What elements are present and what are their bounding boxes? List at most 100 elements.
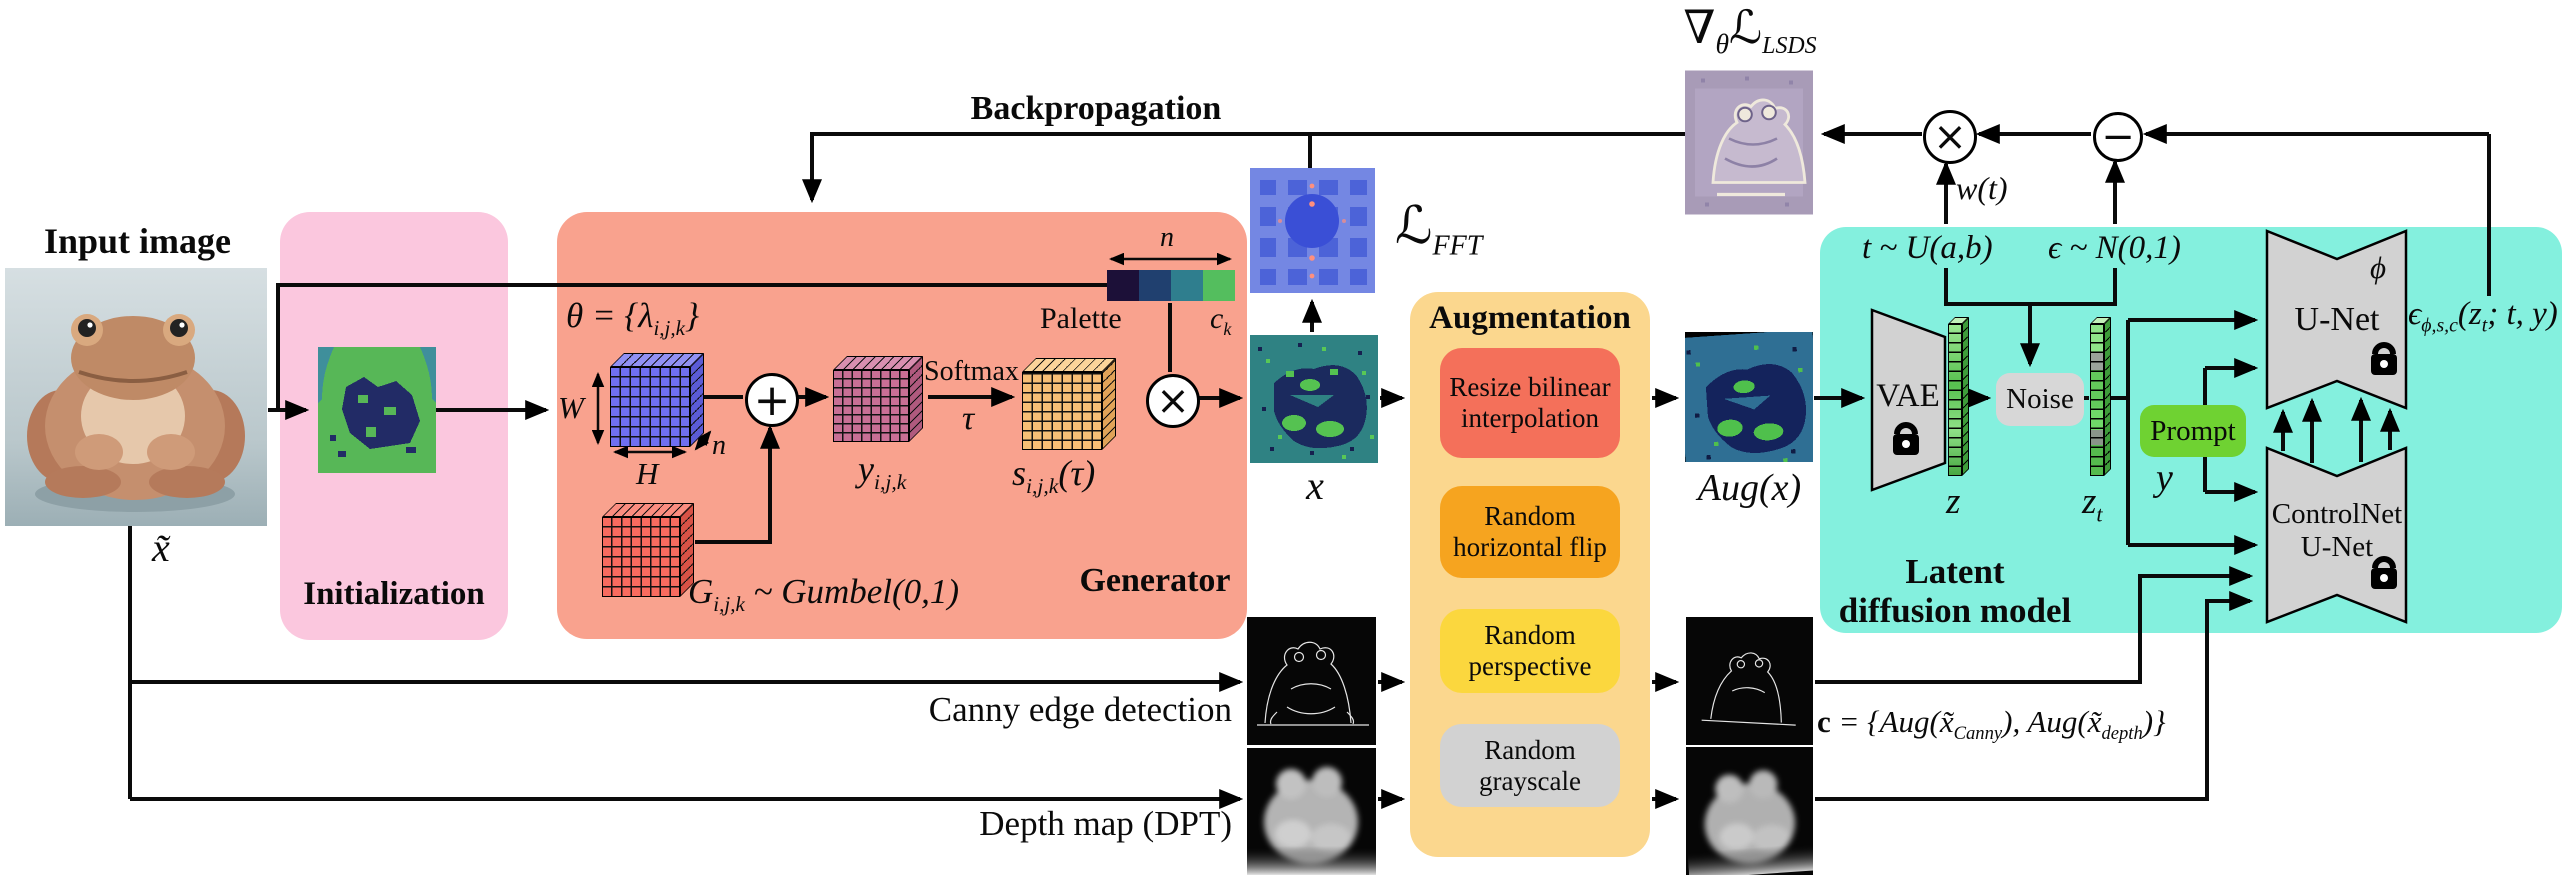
aug-item-label: Random grayscale xyxy=(1479,734,1581,796)
input-image-title: Input image xyxy=(43,221,232,261)
canny-image xyxy=(1247,617,1376,745)
eps-mid: (z xyxy=(2457,296,2482,332)
weight-wt-label: w(t) xyxy=(1956,170,2008,206)
z-label: z xyxy=(1946,481,1961,522)
depth-image xyxy=(1247,748,1376,875)
softmax-label: Softmax xyxy=(924,356,1019,387)
wire-augdepth-route xyxy=(1815,591,2254,801)
gumbel-main: G xyxy=(688,572,714,611)
init-pixel-image xyxy=(318,347,436,473)
aug-x-label: Aug(x) xyxy=(1697,467,1802,509)
dim-w-label: W xyxy=(558,390,584,425)
eps-output-label: ϵϕ,s,c(zt; t, y) xyxy=(2408,296,2558,338)
wire-augcanny-route xyxy=(1815,566,2254,684)
condition-eq: = {Aug(x̃ xyxy=(1830,704,1954,739)
fft-loss-image xyxy=(1250,168,1375,293)
dim-n-label: n xyxy=(712,430,726,461)
phi-label: ϕ xyxy=(2370,250,2387,285)
ldm-title-line1: Latent xyxy=(1905,552,2005,591)
gumbel-end: ~ Gumbel(0,1) xyxy=(744,572,960,611)
plus-icon: + xyxy=(745,373,799,427)
unet-label: U-Net xyxy=(2294,301,2380,338)
palette-n-label: n xyxy=(1160,222,1174,253)
y-ijk-label: yi,j,k xyxy=(858,448,906,495)
fft-script-l: ℒ xyxy=(1395,198,1433,255)
theta-main: θ = {λ xyxy=(566,296,654,335)
backpropagation-label: Backpropagation xyxy=(970,90,1222,127)
wire-t-eps-bracket xyxy=(1944,268,2117,306)
controlnet-line1: ControlNet xyxy=(2271,498,2403,530)
s-end: (τ) xyxy=(1058,453,1096,493)
controlnet-lock-icon xyxy=(2371,556,2397,589)
multiply-glyph: × xyxy=(1933,114,1967,160)
condition-set-label: c = {Aug(x̃Canny), Aug(x̃depth)} xyxy=(1817,704,2237,745)
loss-subscript: LSDS xyxy=(1762,33,1817,60)
aug-item-resize: Resize bilinear interpolation xyxy=(1440,348,1620,458)
aug-item-perspective: Random perspective xyxy=(1440,609,1620,693)
canny-edge-label: Canny edge detection xyxy=(928,690,1232,729)
lsds-gradient-image xyxy=(1685,70,1813,215)
s-ijk-label: si,j,k(τ) xyxy=(1012,452,1095,499)
input-image xyxy=(5,268,267,526)
wire-input-to-palette xyxy=(276,283,1107,410)
zt-subscript: t xyxy=(2096,501,2103,527)
zt-label: zt xyxy=(2082,480,2103,527)
s-main: s xyxy=(1012,453,1027,493)
vae-label: VAE xyxy=(1876,378,1940,414)
initialization-title: Initialization xyxy=(303,576,485,612)
aug-item-label: Random horizontal flip xyxy=(1453,501,1607,562)
ldm-title-line2: diffusion model xyxy=(1838,591,2072,630)
controlnet-line2: U-Net xyxy=(2300,531,2374,563)
theta-subscript: i,j,k xyxy=(653,316,685,340)
aug-depth-image xyxy=(1686,747,1813,875)
condition-end: )} xyxy=(2142,704,2166,739)
controlnet-label: ControlNet U-Net xyxy=(2268,498,2406,564)
aug-item-label: Random perspective xyxy=(1468,620,1592,681)
y-main: y xyxy=(858,449,874,489)
palette-swatch-2 xyxy=(1139,270,1171,301)
loss-script-l: ℒ xyxy=(1729,2,1763,53)
aug-item-hflip: Random horizontal flip xyxy=(1440,486,1620,578)
zt-main: z xyxy=(2082,481,2097,522)
vae-shape xyxy=(1870,308,1947,492)
condition-c: c xyxy=(1817,704,1831,739)
theta-end: } xyxy=(684,296,699,335)
x-tilde-label: x̃ xyxy=(152,525,170,570)
palette-swatches xyxy=(1107,270,1235,301)
prompt-box: Prompt xyxy=(2140,405,2246,457)
nabla-subscript: θ xyxy=(1715,28,1730,60)
eps-distribution-label: ϵ ~ N(0,1) xyxy=(2048,230,2181,266)
fft-subscript: FFT xyxy=(1432,230,1483,262)
x-label: x xyxy=(1306,463,1324,508)
lsds-gradient-label: ∇θℒLSDS xyxy=(1640,0,1860,60)
prompt-label: Prompt xyxy=(2150,414,2236,447)
aug-x-image xyxy=(1685,332,1813,462)
vae-lock-icon xyxy=(1893,422,1919,455)
gumbel-label: Gi,j,k ~ Gumbel(0,1) xyxy=(688,572,959,617)
ck-main: c xyxy=(1210,302,1224,335)
fft-loss-label: ℒFFT xyxy=(1395,196,1482,262)
condition-sub-depth: depth xyxy=(2101,723,2143,745)
ldm-title: Latent diffusion model xyxy=(1825,552,2085,630)
condition-sub-canny: Canny xyxy=(1953,723,2003,745)
palette-label: Palette xyxy=(1040,302,1122,335)
ck-subscript: k xyxy=(1223,319,1232,339)
dim-arrow-n-cube xyxy=(694,430,712,451)
aug-item-label: Resize bilinear interpolation xyxy=(1449,372,1611,433)
y-subscript: i,j,k xyxy=(873,470,907,495)
condition-mid: ), Aug(x̃ xyxy=(2002,704,2102,739)
palette-swatch-3 xyxy=(1171,270,1203,301)
palette-swatch-1 xyxy=(1107,270,1139,301)
s-subscript: i,j,k xyxy=(1026,474,1059,499)
plus-glyph: + xyxy=(753,374,791,426)
noise-label: Noise xyxy=(2006,383,2074,415)
gumbel-subscript: i,j,k xyxy=(713,592,745,616)
generator-title: Generator xyxy=(1079,562,1231,599)
eps-end: ; t, y) xyxy=(2487,296,2558,332)
minus-glyph: − xyxy=(2101,114,2135,160)
dim-h-label: H xyxy=(636,456,659,491)
multiply-glyph: × xyxy=(1156,378,1190,424)
ck-label: ck xyxy=(1210,302,1231,340)
